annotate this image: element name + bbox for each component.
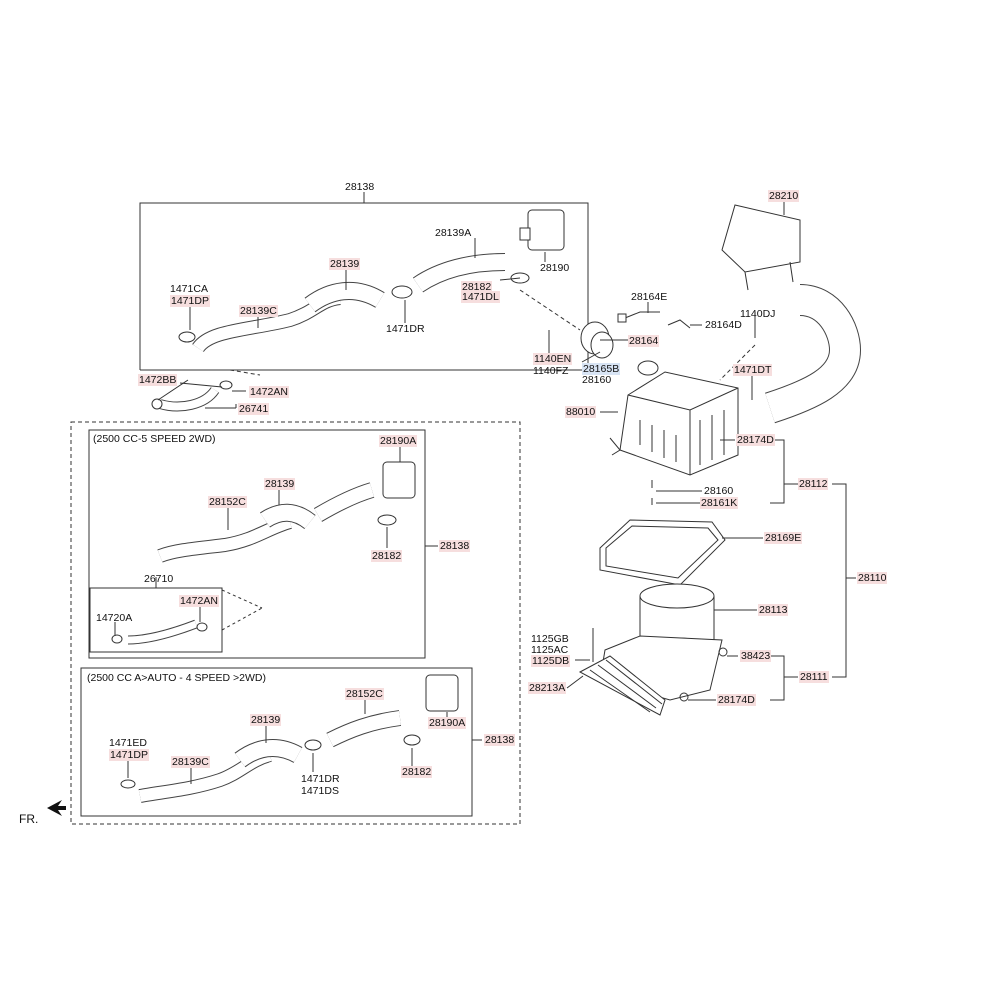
part-label-28182-mid[interactable]: 28182 <box>371 550 403 562</box>
part-label-1471DP-top[interactable]: 1471DP <box>170 295 210 307</box>
part-label-28169E[interactable]: 28169E <box>764 532 803 544</box>
part-label-28139-mid[interactable]: 28139 <box>264 478 296 490</box>
middle-leaders <box>114 447 401 636</box>
part-label-1125GB[interactable]: 1125GB <box>531 633 569 645</box>
air-intake-duct <box>721 204 862 424</box>
part-label-28112[interactable]: 28112 <box>798 478 829 490</box>
part-label-1472BB[interactable]: 1472BB <box>138 374 178 386</box>
part-label-28190A-bot[interactable]: 28190A <box>428 717 467 729</box>
part-label-1471DP-bot[interactable]: 1471DP <box>109 749 149 761</box>
right-leaders <box>566 200 856 701</box>
part-label-28139A[interactable]: 28139A <box>435 227 472 239</box>
part-label-28138-bot[interactable]: 28138 <box>484 734 516 746</box>
middle-hose-assembly <box>111 461 416 645</box>
top-group-frame <box>139 192 589 371</box>
part-label-28138-top[interactable]: 28138 <box>345 181 375 193</box>
part-label-1471DT[interactable]: 1471DT <box>733 364 773 376</box>
part-label-28138-mid[interactable]: 28138 <box>439 540 471 552</box>
top-leaders <box>157 238 546 409</box>
part-label-1471DR-top[interactable]: 1471DR <box>386 323 425 335</box>
bottom-leaders <box>127 700 448 784</box>
part-label-28210[interactable]: 28210 <box>768 190 800 202</box>
front-arrow-icon <box>47 800 66 816</box>
air-cleaner-cover <box>609 371 739 476</box>
part-label-28139-bot[interactable]: 28139 <box>250 714 282 726</box>
air-cleaner-lower <box>578 628 728 716</box>
top-hose-assembly <box>151 209 565 412</box>
caption-auto: (2500 CC A>AUTO - 4 SPEED >2WD) <box>87 672 266 684</box>
part-label-28213A[interactable]: 28213A <box>528 682 567 694</box>
part-label-28139C-bot[interactable]: 28139C <box>171 756 210 768</box>
part-label-28110[interactable]: 28110 <box>857 572 888 584</box>
middle-dashed <box>221 589 263 631</box>
option-frame <box>70 421 521 825</box>
part-label-1140FZ[interactable]: 1140FZ <box>533 365 569 377</box>
part-label-28174D-bot[interactable]: 28174D <box>717 694 756 706</box>
part-label-28182-top[interactable]: 28182 <box>461 281 493 293</box>
part-label-28161K[interactable]: 28161K <box>700 497 739 509</box>
part-label-1471CA[interactable]: 1471CA <box>170 283 208 295</box>
part-label-1472AN-mid[interactable]: 1472AN <box>179 595 219 607</box>
part-label-28164[interactable]: 28164 <box>628 335 660 347</box>
part-label-26710[interactable]: 26710 <box>144 573 174 585</box>
front-label: FR. <box>19 812 39 826</box>
part-label-28190A-mid[interactable]: 28190A <box>379 435 418 447</box>
part-label-28160-a[interactable]: 28160 <box>582 374 612 386</box>
part-label-1471DR-bot[interactable]: 1471DR <box>301 773 340 785</box>
part-label-28164D[interactable]: 28164D <box>705 319 742 331</box>
caption-2wd: (2500 CC-5 SPEED 2WD) <box>93 433 216 445</box>
part-label-28139-top[interactable]: 28139 <box>329 258 361 270</box>
part-label-28160-b[interactable]: 28160 <box>704 485 734 497</box>
part-label-88010[interactable]: 88010 <box>565 406 597 418</box>
part-label-1140DJ[interactable]: 1140DJ <box>740 308 776 320</box>
part-label-1125AC[interactable]: 1125AC <box>531 644 569 656</box>
connector-lines <box>229 289 756 381</box>
part-label-26741[interactable]: 26741 <box>238 403 270 415</box>
part-label-1471DL[interactable]: 1471DL <box>461 291 500 303</box>
part-label-28113[interactable]: 28113 <box>758 604 789 616</box>
bottom-hose-assembly <box>120 674 459 803</box>
part-label-1472AN-top[interactable]: 1472AN <box>249 386 289 398</box>
part-label-28164E[interactable]: 28164E <box>631 291 668 303</box>
part-label-1471DS[interactable]: 1471DS <box>301 785 339 797</box>
part-label-28111[interactable]: 28111 <box>799 671 829 683</box>
part-label-38423[interactable]: 38423 <box>740 650 772 662</box>
part-label-28152C-mid[interactable]: 28152C <box>208 496 247 508</box>
part-label-1125DB[interactable]: 1125DB <box>531 655 571 667</box>
bottom-group-frame <box>80 667 482 817</box>
part-label-28139C-top[interactable]: 28139C <box>239 305 278 317</box>
part-label-1471ED[interactable]: 1471ED <box>109 737 147 749</box>
part-label-28182-bot[interactable]: 28182 <box>401 766 433 778</box>
part-label-14720A[interactable]: 14720A <box>96 612 133 624</box>
part-label-28190[interactable]: 28190 <box>540 262 570 274</box>
part-label-28174D-top[interactable]: 28174D <box>736 434 775 446</box>
part-label-1140EN[interactable]: 1140EN <box>533 353 573 365</box>
part-label-28165B[interactable]: 28165B <box>582 363 621 375</box>
part-label-28152C-bot[interactable]: 28152C <box>345 688 384 700</box>
